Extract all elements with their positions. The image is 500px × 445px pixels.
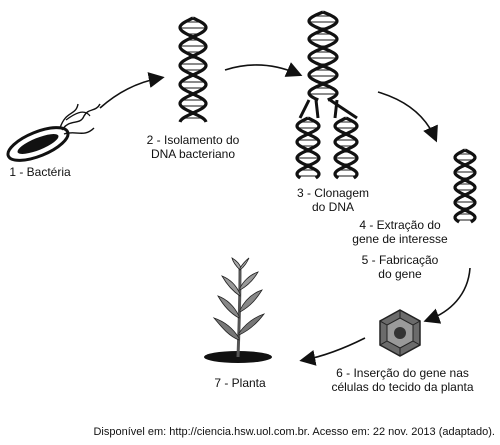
plant-icon [204,257,272,363]
label-step-5: 5 - Fabricação do gene [361,253,439,281]
label-step-4: 4 - Extração do gene de interesse [352,218,448,246]
arrow-5-6 [423,267,471,324]
dna-split-strand [329,98,358,120]
dna-split-strand [314,99,320,119]
dna-strand [307,10,339,102]
dna-strand [453,148,477,224]
dna-helix-cloning [295,10,359,180]
source-caption: Disponível em: http://ciencia.hsw.uol.co… [93,426,495,438]
arrow-1-2 [99,72,165,109]
label-step-3: 3 - Clonagem do DNA [296,186,370,214]
label-step-6: 6 - Inserção do gene nas células do teci… [331,366,474,394]
dna-strand [333,116,359,180]
label-step-7: 7 - Planta [214,376,266,390]
arrow-6-7 [299,337,366,366]
dna-strand [333,116,359,180]
dna-helix-isolated [178,16,208,123]
label-step-1: 1 - Bactéria [9,165,71,179]
dna-helix-gene [453,148,477,224]
dna-strand [178,16,208,123]
plant-cell-icon [379,309,421,357]
dna-strand [307,10,339,102]
dna-strand [295,116,321,180]
arrow-3-4 [377,91,438,143]
dna-split-strand [298,99,311,119]
bacterium-icon [6,103,101,162]
dna-strand [295,116,321,180]
label-step-2: 2 - Isolamento do DNA bacteriano [146,133,240,161]
dna-strand [178,16,208,123]
arrow-2-3 [224,62,303,77]
